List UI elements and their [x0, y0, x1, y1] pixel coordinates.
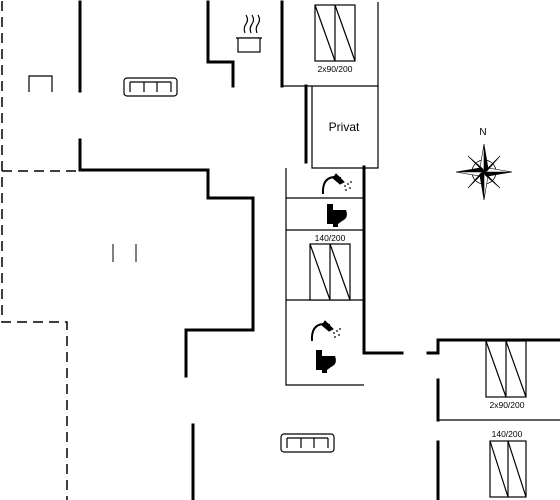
bed-mid — [309, 243, 351, 301]
chair-icon — [28, 75, 53, 92]
bed-right-top — [485, 340, 527, 398]
bed-label: 2x90/200 — [490, 400, 525, 410]
bed-right-bottom — [489, 440, 527, 498]
terrace-outline — [1, 1, 78, 500]
room-label-private: Privat — [329, 120, 360, 134]
shower-icon — [321, 173, 352, 195]
toilet-icon — [316, 350, 336, 373]
bed-label: 2x90/200 — [318, 64, 353, 74]
sofa-icon — [123, 77, 178, 97]
bed-label: 140/200 — [315, 233, 346, 243]
bed-top — [314, 4, 356, 62]
toilet-icon — [327, 204, 347, 227]
shower-icon — [310, 320, 341, 342]
walls — [78, 0, 560, 500]
stove-pot-icon — [236, 14, 262, 53]
compass-rose-icon — [455, 143, 513, 201]
divider-marks — [112, 244, 137, 262]
compass-north-label: N — [479, 127, 486, 138]
sofa-icon — [280, 433, 335, 453]
bed-label: 140/200 — [492, 429, 523, 439]
